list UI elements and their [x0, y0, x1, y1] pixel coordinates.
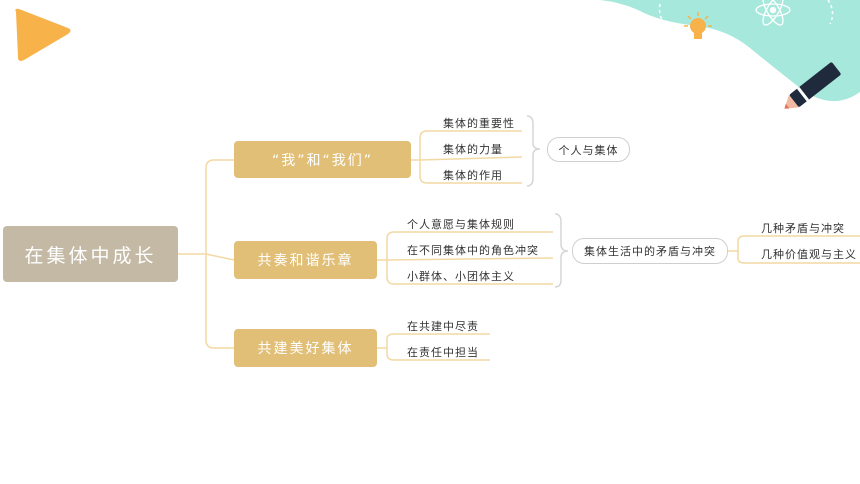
summary-node[interactable]: 集体生活中的矛盾与冲突 — [572, 238, 728, 264]
leaf-item[interactable]: 几种价值观与主义 — [761, 248, 857, 261]
leaf-item[interactable]: 集体的重要性 — [443, 117, 515, 130]
play-triangle-icon — [15, 8, 71, 62]
leaf-item[interactable]: 在不同集体中的角色冲突 — [407, 244, 539, 257]
leaf-item[interactable]: 在责任中担当 — [407, 346, 479, 359]
branch-node-we[interactable]: “我”和“我们” — [234, 141, 411, 178]
summary-node[interactable]: 个人与集体 — [547, 137, 630, 162]
branch-node-build[interactable]: 共建美好集体 — [234, 329, 377, 367]
corner-decoration — [600, 0, 860, 109]
leaf-item[interactable]: 集体的力量 — [443, 143, 503, 156]
leaf-item[interactable]: 小群体、小团体主义 — [407, 270, 515, 283]
leaf-item[interactable]: 几种矛盾与冲突 — [761, 222, 845, 235]
lightbulb-icon — [684, 12, 712, 39]
leaf-item[interactable]: 个人意愿与集体规则 — [407, 218, 515, 231]
leaf-item[interactable]: 集体的作用 — [443, 169, 503, 182]
root-node[interactable]: 在集体中成长 — [3, 226, 178, 282]
atom-icon — [755, 0, 791, 26]
pencil-icon — [784, 62, 841, 109]
leaf-item[interactable]: 在共建中尽责 — [407, 320, 479, 333]
branch-node-harmony[interactable]: 共奏和谐乐章 — [234, 241, 377, 279]
